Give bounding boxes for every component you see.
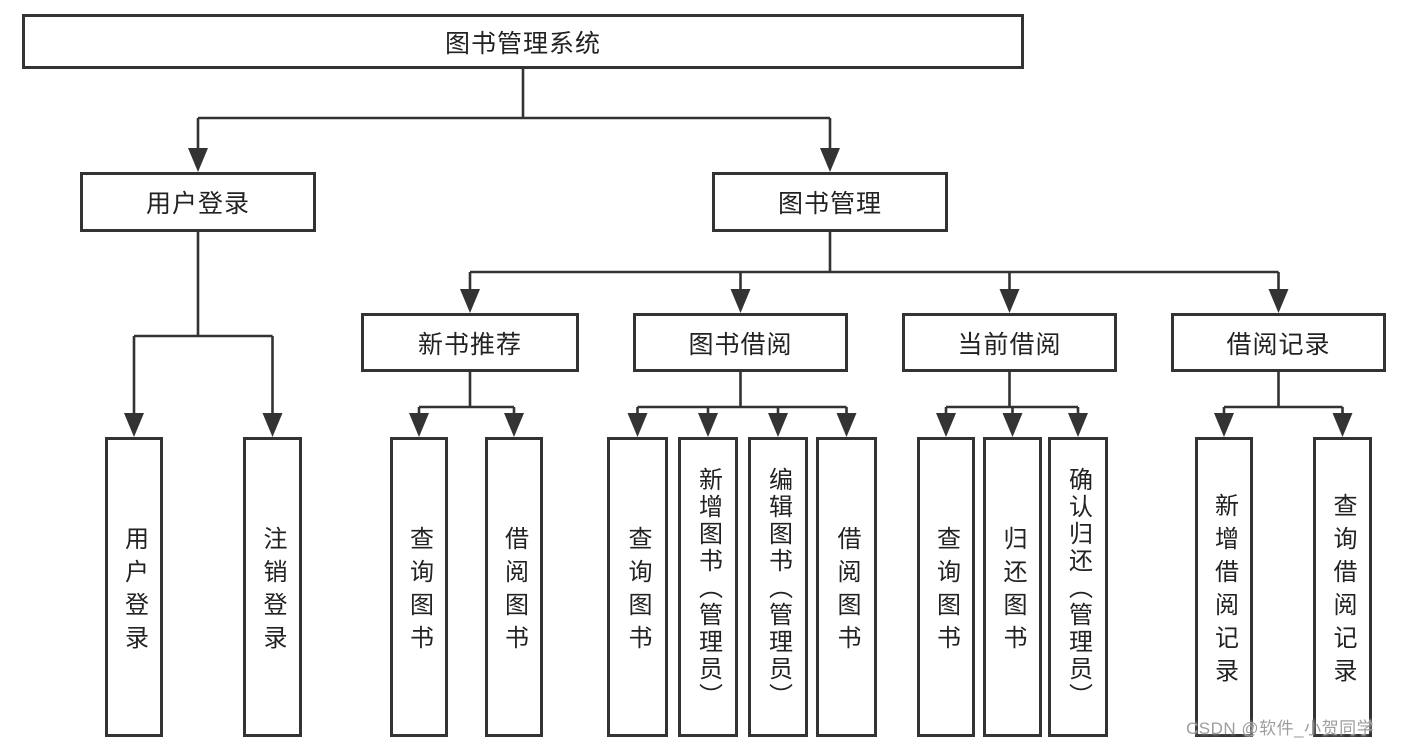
connector-lines-current-borrow [944, 372, 1080, 415]
arrowhead-to-borrow-records [1268, 289, 1289, 313]
arrowhead-to-current-borrow [999, 289, 1020, 313]
connector-lines-user-login [132, 232, 274, 415]
node-current-borrow: 当前借阅 [902, 313, 1117, 372]
node-add-borrow-record: 新增借阅记录 [1195, 437, 1253, 737]
connector-book-borrow [627, 372, 857, 437]
arrowhead-to-borrow-books-borrow [836, 413, 857, 437]
connector-new-book-recommend [409, 372, 524, 437]
arrowhead-to-book-management [820, 148, 840, 172]
node-edit-books-admin: 编辑图书（管理员） [748, 437, 808, 737]
node-query-books-borrow: 查询图书 [607, 437, 668, 737]
node-confirm-return-admin: 确认归还（管理员） [1048, 437, 1108, 737]
node-label-query-books-recommend: 查询图书 [405, 525, 433, 658]
node-label-user-login: 用户登录 [145, 190, 250, 218]
node-label-library-system: 图书管理系统 [444, 29, 601, 58]
connector-lines-new-book-recommend [417, 372, 516, 415]
node-user-login: 用户登录 [80, 172, 316, 232]
node-label-borrow-books-recommend: 借阅图书 [500, 525, 528, 658]
arrowhead-to-query-borrow-record [1332, 413, 1353, 437]
node-label-borrow-records: 借阅记录 [1226, 330, 1331, 359]
node-new-book-recommend: 新书推荐 [361, 313, 579, 372]
arrowhead-to-confirm-return-admin [1068, 413, 1088, 437]
node-label-query-borrow-record: 查询借阅记录 [1329, 492, 1356, 691]
node-label-user-login-action: 用户登录 [120, 525, 148, 658]
node-return-books: 归还图书 [983, 437, 1042, 737]
node-borrow-records: 借阅记录 [1171, 313, 1386, 372]
node-library-system: 图书管理系统 [22, 14, 1024, 69]
arrowhead-to-add-books-admin [698, 413, 718, 437]
arrowhead-to-new-book-recommend [460, 289, 480, 313]
arrowhead-to-user-login [188, 148, 208, 172]
node-book-borrow: 图书借阅 [633, 313, 848, 372]
node-label-return-books: 归还图书 [999, 525, 1026, 658]
watermark: CSDN @软件_小贺同学 [1186, 719, 1375, 738]
arrowhead-to-add-borrow-record [1214, 413, 1234, 437]
node-label-current-borrow: 当前借阅 [957, 330, 1062, 359]
node-label-query-books-current: 查询图书 [932, 525, 960, 658]
node-query-books-current: 查询图书 [917, 437, 975, 737]
arrowhead-to-borrow-books-recommend [504, 413, 524, 437]
connector-lines-library-system [196, 69, 832, 150]
node-query-books-recommend: 查询图书 [390, 437, 448, 737]
node-logout: 注销登录 [243, 437, 302, 737]
node-label-add-books-admin: 新增图书（管理员） [694, 467, 722, 710]
arrowhead-to-book-borrow [730, 289, 751, 313]
connector-lines-borrow-records [1222, 372, 1344, 415]
arrowhead-to-query-books-current [936, 413, 956, 437]
arrowhead-to-user-login-action [124, 413, 144, 437]
node-label-confirm-return-admin: 确认归还（管理员） [1064, 467, 1092, 710]
connector-lines-book-management [468, 232, 1280, 291]
connector-book-management [460, 232, 1289, 313]
node-add-books-admin: 新增图书（管理员） [678, 437, 738, 737]
node-query-borrow-record: 查询借阅记录 [1313, 437, 1372, 737]
node-borrow-books-borrow: 借阅图书 [816, 437, 877, 737]
node-book-management: 图书管理 [712, 172, 948, 232]
node-borrow-books-recommend: 借阅图书 [485, 437, 543, 737]
connector-current-borrow [936, 372, 1088, 437]
arrowhead-to-query-books-borrow [627, 413, 648, 437]
arrowhead-to-logout [262, 413, 283, 437]
node-label-add-borrow-record: 新增借阅记录 [1210, 492, 1238, 691]
connector-user-login [124, 232, 283, 437]
node-label-book-borrow: 图书借阅 [688, 330, 793, 359]
node-label-book-management: 图书管理 [777, 190, 882, 218]
arrowhead-to-query-books-recommend [409, 413, 429, 437]
node-label-edit-books-admin: 编辑图书（管理员） [764, 467, 792, 710]
arrowhead-to-edit-books-admin [768, 413, 788, 437]
arrowhead-to-return-books [1002, 413, 1023, 437]
node-label-borrow-books-borrow: 借阅图书 [833, 525, 860, 658]
connector-lines-book-borrow [636, 372, 848, 415]
node-user-login-action: 用户登录 [105, 437, 163, 737]
connector-borrow-records [1214, 372, 1353, 437]
connector-library-system [188, 69, 840, 172]
node-label-logout: 注销登录 [259, 525, 286, 658]
node-label-query-books-borrow: 查询图书 [624, 525, 651, 658]
node-label-new-book-recommend: 新书推荐 [417, 330, 522, 359]
